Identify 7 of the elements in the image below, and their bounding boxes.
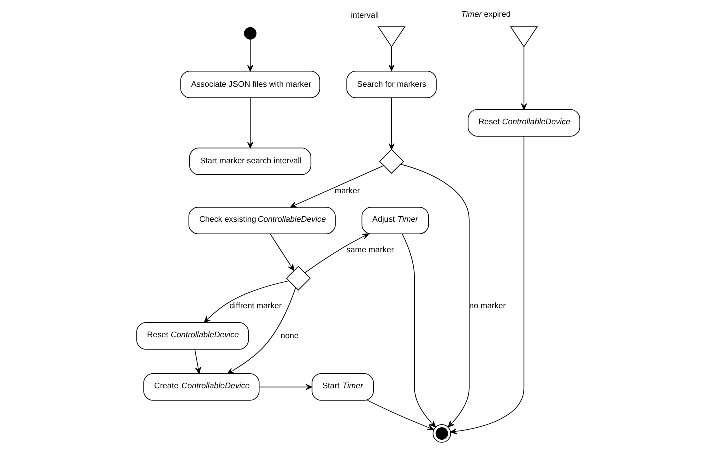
edge-label: same marker [346, 245, 394, 254]
node-label: intervall [350, 10, 379, 20]
edge-label: marker [334, 186, 360, 196]
edge-label: no marker [468, 302, 506, 311]
edge-label: none [280, 331, 298, 340]
edge-label: diffrent marker [229, 302, 282, 311]
node-label: Timer expired [460, 10, 510, 20]
